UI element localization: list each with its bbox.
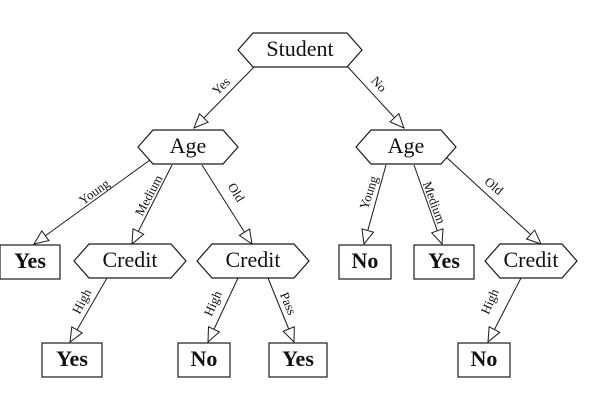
edge-left-old-line — [201, 164, 253, 245]
edge-left-medium — [131, 164, 173, 246]
leaf-medium-high-label: Yes — [56, 346, 88, 371]
arrowhead-icon — [32, 229, 50, 245]
arrowhead-icon — [282, 326, 295, 344]
node-credit-old-right-hexagon — [484, 243, 578, 279]
leaf-medium-right-label: Yes — [428, 248, 460, 273]
root-node-student-hexagon — [237, 32, 363, 68]
edge-left-medium-line — [131, 164, 173, 245]
edge-right-medium — [413, 164, 444, 246]
node-age-left-label: Age — [170, 133, 207, 158]
leaf-young-left-box — [0, 244, 61, 280]
edge-right-medium-label: Medium — [420, 179, 449, 226]
node-credit-medium-hexagon — [73, 243, 187, 279]
edge-student-no — [346, 65, 405, 129]
leaf-young-right-label: No — [352, 248, 379, 273]
edge-student-no-label: No — [368, 73, 390, 95]
root-node-student-label: Student — [266, 36, 333, 61]
edge-left-old-label: Old — [225, 180, 248, 205]
edge-old-credit-high — [207, 277, 239, 344]
leaf-old-right-high-box — [457, 342, 511, 378]
edge-left-young — [32, 159, 151, 245]
leaf-old-high-box — [177, 342, 231, 378]
leaf-young-right-box — [338, 244, 392, 280]
leaf-medium-right-box — [413, 244, 475, 280]
edge-right-old-label: Old — [482, 174, 507, 198]
arrowhead-icon — [487, 326, 501, 344]
arrowhead-icon — [69, 326, 84, 344]
edge-student-yes-label: Yes — [209, 74, 233, 98]
shapes-layer — [0, 32, 578, 378]
edge-left-old — [201, 164, 253, 246]
edge-right-credit-high-label: High — [477, 286, 501, 316]
node-age-right-hexagon — [355, 129, 457, 165]
node-credit-old-left-label: Credit — [226, 247, 281, 272]
leaf-old-pass-box — [268, 342, 328, 378]
edge-right-old-line — [445, 156, 542, 245]
arrowhead-icon — [525, 229, 542, 245]
edge-right-credit-high — [487, 277, 522, 344]
leaf-old-high-label: No — [191, 346, 218, 371]
node-credit-old-right-label: Credit — [504, 247, 559, 272]
edge-student-yes — [193, 65, 256, 129]
leaf-medium-high-box — [41, 342, 103, 378]
edge-left-young-label: Young — [76, 175, 113, 207]
leaf-young-left-label: Yes — [14, 248, 46, 273]
edge-old-credit-pass-label: Pass — [277, 290, 300, 317]
edge-medium-credit-high — [69, 277, 108, 344]
arrowhead-icon — [131, 228, 145, 246]
leaf-old-right-high-label: No — [471, 346, 498, 371]
arrowhead-icon — [207, 326, 221, 344]
edge-right-young — [361, 164, 387, 246]
node-age-right-label: Age — [388, 133, 425, 158]
arrowhead-icon — [193, 112, 209, 129]
node-age-left-hexagon — [137, 129, 239, 165]
arrowhead-icon — [238, 228, 253, 246]
node-credit-medium-label: Credit — [103, 247, 158, 272]
leaf-old-pass-label: Yes — [282, 346, 314, 371]
edge-old-credit-pass — [267, 277, 295, 344]
arrowhead-icon — [430, 228, 444, 246]
node-credit-old-left-hexagon — [196, 243, 310, 279]
arrowhead-icon — [389, 112, 405, 129]
edge-left-young-line — [33, 159, 151, 245]
edge-medium-credit-high-label: High — [69, 286, 95, 316]
edge-right-old — [445, 156, 542, 245]
edge-right-young-label: Young — [356, 174, 381, 212]
arrowhead-icon — [361, 228, 375, 246]
edges-layer — [32, 65, 542, 344]
